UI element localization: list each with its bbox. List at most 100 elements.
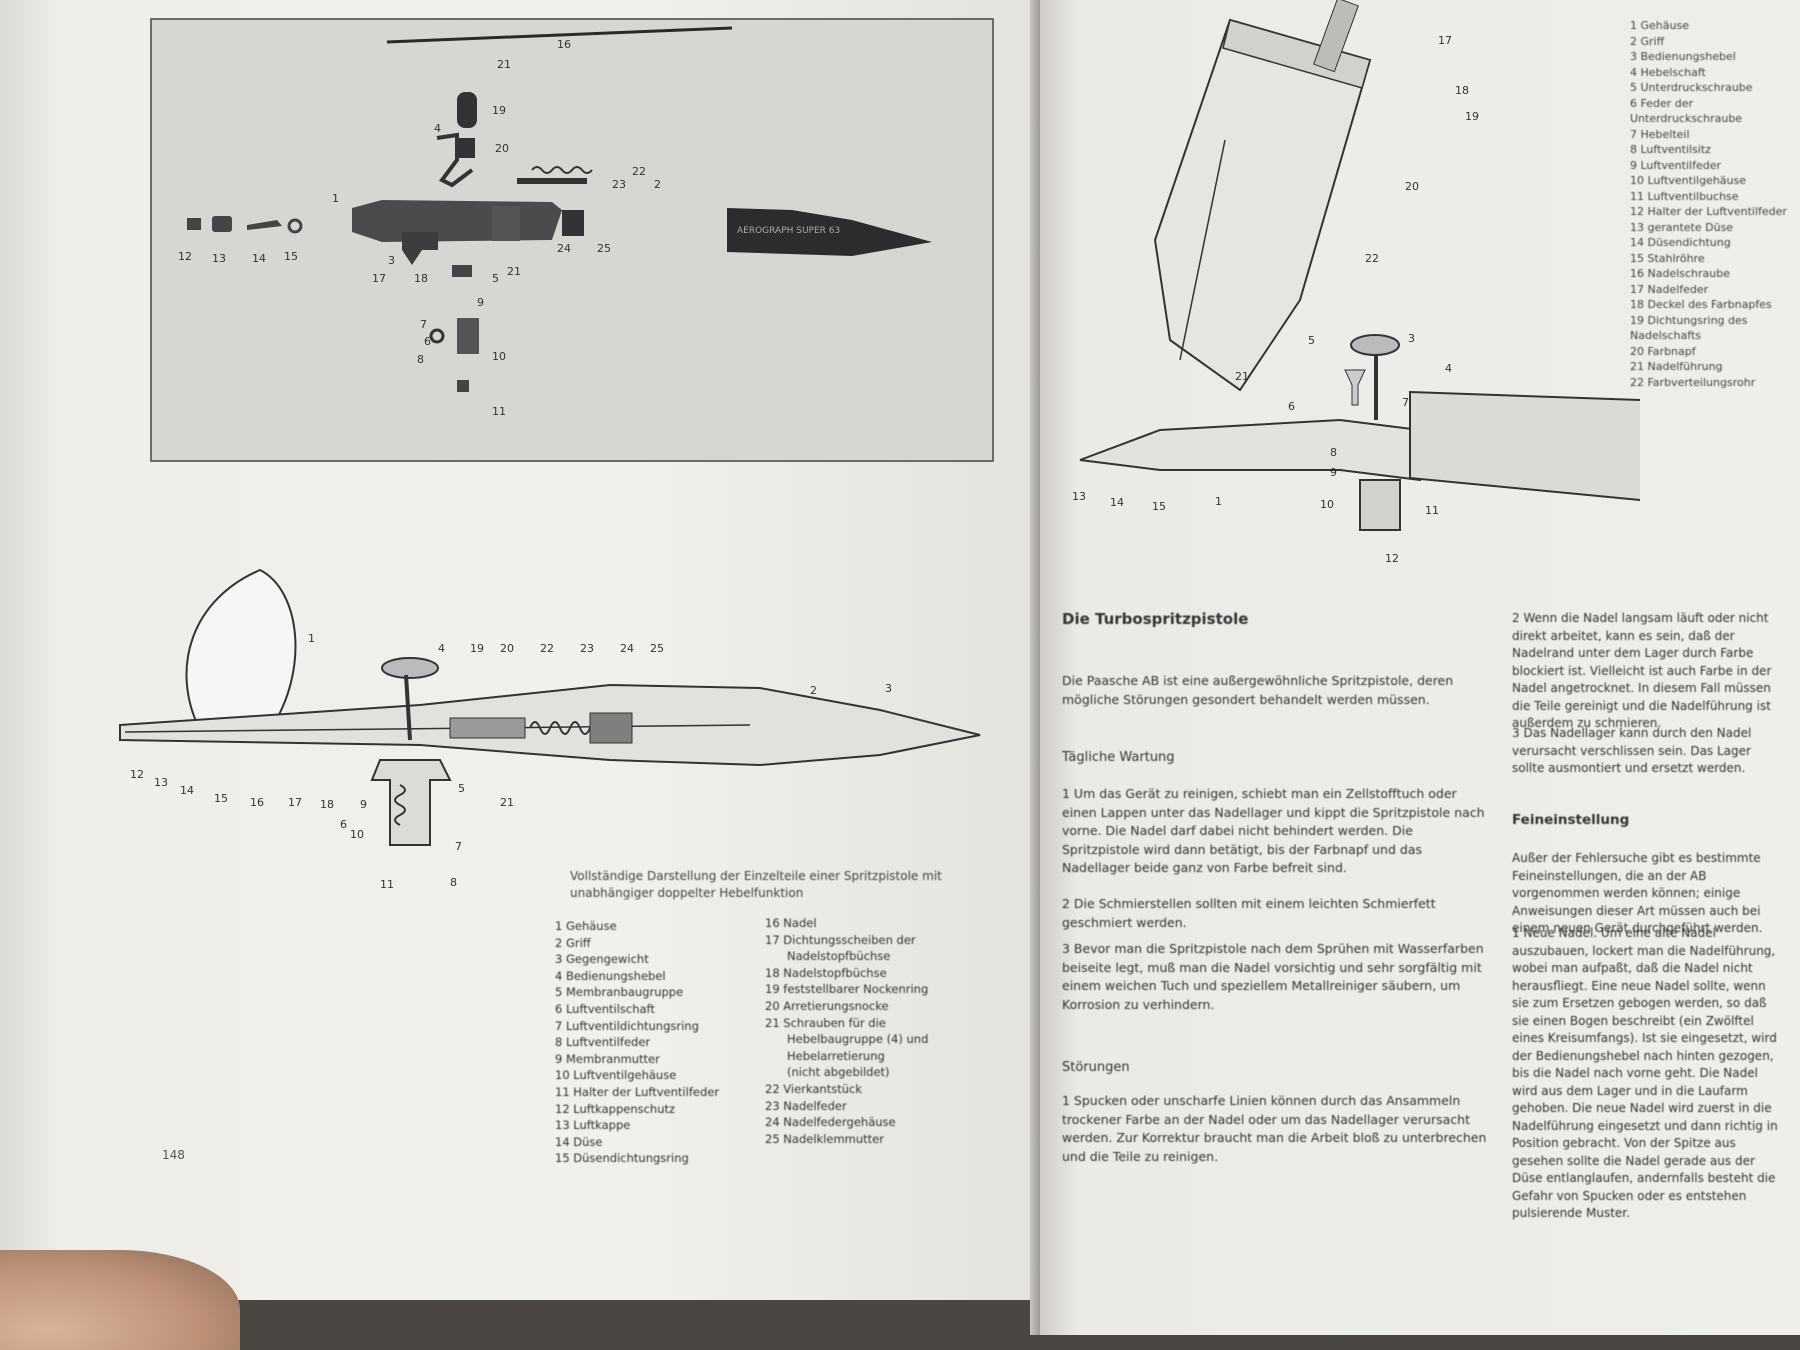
svg-text:24: 24 [620,642,634,655]
daily-maintenance-title: Tägliche Wartung [1062,750,1175,765]
svg-text:9: 9 [360,798,367,811]
svg-text:5: 5 [492,272,499,285]
parts-list-item: 2 Griff [1630,34,1665,48]
svg-text:1: 1 [332,192,339,205]
svg-text:25: 25 [650,642,664,655]
parts-list-item: 11 Luftventilbuchse [1630,189,1739,203]
legend-item: 8 Luftventilfeder [555,1035,651,1050]
svg-text:2: 2 [654,178,661,191]
figure-caption: Vollständige Darstellung der Einzelteile… [570,869,942,900]
svg-text:11: 11 [492,405,506,418]
svg-text:17: 17 [372,272,386,285]
legend-item: 24 Nadelfedergehäuse [765,1115,896,1130]
legend-item: 21 Schrauben für die [765,1015,886,1030]
svg-text:20: 20 [495,142,509,155]
parts-list-item: 14 Düsendichtung [1630,236,1731,249]
svg-text:6: 6 [424,335,431,348]
svg-text:1: 1 [308,632,315,645]
svg-text:14: 14 [1110,496,1124,509]
intro-paragraph: Die Paasche AB ist eine außergewöhnliche… [1062,673,1454,707]
svg-text:10: 10 [492,350,506,363]
svg-text:20: 20 [1405,180,1419,193]
legend-item: 6 Luftventilschaft [555,1001,655,1016]
legend-left-column: 1 Gehäuse 2 Griff 3 Gegengewicht 4 Bedie… [555,918,719,1167]
svg-text:11: 11 [380,878,394,891]
legend-item: Hebelbaugruppe (4) und [787,1032,929,1047]
faults-title: Störungen [1062,1060,1130,1075]
faults-step-1: 1 Spucken oder unscharfe Linien können d… [1062,1093,1487,1164]
svg-text:7: 7 [455,840,462,853]
parts-list-item: 18 Deckel des Farbnapfes [1630,298,1772,311]
svg-text:10: 10 [1320,498,1334,511]
svg-text:15: 15 [214,792,228,805]
legend-item: 2 Griff [555,935,591,950]
parts-list-item: 3 Bedienungshebel [1630,50,1736,63]
legend-item: 13 Luftkappe [555,1118,631,1133]
svg-text:5: 5 [458,782,465,795]
legend-item: 22 Vierkantstück [765,1081,862,1096]
parts-list-item: 21 Nadelführung [1630,360,1723,373]
parts-list-item: 12 Halter der Luftventilfeder [1630,205,1787,218]
svg-text:23: 23 [612,178,626,191]
thumb [0,1250,240,1350]
svg-text:17: 17 [288,796,302,809]
svg-text:21: 21 [497,58,511,71]
parts-list-item: 5 Unterdruckschraube [1630,81,1753,94]
svg-text:19: 19 [492,104,506,117]
legend-item: Hebelarretierung [787,1048,885,1063]
parts-list-item: 13 gerantete Düse [1630,220,1734,234]
legend-item: (nicht abgebildet) [787,1065,890,1080]
svg-text:12: 12 [1385,552,1399,565]
parts-list: 1 Gehäuse 2 Griff 3 Bedienungshebel 4 He… [1630,18,1800,390]
svg-text:13: 13 [212,252,226,265]
fine-tuning-intro: Außer der Fehlersuche gibt es bestimmte … [1512,851,1763,935]
svg-text:21: 21 [500,796,514,809]
svg-text:18: 18 [414,272,428,285]
svg-text:22: 22 [540,642,554,655]
right-page: 17 18 19 20 22 5 3 4 6 7 21 8 9 10 11 12… [1040,0,1800,1335]
legend-item: 10 Luftventilgehäuse [555,1068,677,1083]
legend-item: 18 Nadelstopfbüchse [765,965,887,980]
svg-text:8: 8 [450,876,457,889]
col2-paragraph-2: 2 Wenn die Nadel langsam läuft oder nich… [1512,611,1772,730]
legend-item: 14 Düse [555,1134,603,1149]
legend-item: 5 Membranbaugruppe [555,985,684,1000]
svg-text:13: 13 [1072,490,1086,503]
svg-text:8: 8 [417,353,424,366]
legend-item: 16 Nadel [765,916,817,930]
svg-text:4: 4 [434,122,441,135]
legend-item: 1 Gehäuse [555,919,617,933]
parts-list-item: 4 Hebelschaft [1630,65,1706,79]
svg-text:6: 6 [1288,400,1295,413]
legend-item: 17 Dichtungsscheiben der [765,932,916,947]
svg-text:3: 3 [388,254,395,267]
svg-text:23: 23 [580,642,594,655]
parts-list-item: 10 Luftventilgehäuse [1630,174,1746,187]
svg-text:19: 19 [470,642,484,655]
parts-list-item: 17 Nadelfeder [1630,282,1709,296]
legend-right-column: 16 Nadel 17 Dichtungsscheiben der Nadels… [765,915,928,1147]
svg-text:14: 14 [252,252,266,265]
parts-list-item: 16 Nadelschraube [1630,267,1731,280]
exploded-parts-illustration: AEROGRAPH SUPER 63 16 [178,26,932,418]
svg-text:9: 9 [1330,466,1337,479]
svg-text:18: 18 [320,798,334,811]
svg-text:3: 3 [885,682,892,695]
svg-text:25: 25 [597,242,611,255]
svg-text:6: 6 [340,818,347,831]
svg-text:8: 8 [1330,446,1337,459]
parts-list-item: 20 Farbnapf [1630,344,1696,358]
col2-paragraph-3: 3 Das Nadellager kann durch den Nadel ve… [1512,726,1752,775]
svg-text:12: 12 [130,768,144,781]
left-page: AEROGRAPH SUPER 63 16 [0,0,1050,1300]
legend-item: 19 feststellbarer Nockenring [765,982,929,997]
turbo-airbrush-diagram: 17 18 19 20 22 5 3 4 6 7 21 8 9 10 11 12… [1072,0,1640,565]
svg-text:2: 2 [810,684,817,697]
legend-item: 11 Halter der Luftventilfeder [555,1084,720,1099]
svg-text:13: 13 [154,776,168,789]
fine-tuning-step-1: 1 Neue Nadel. Um eine alte Nadel auszuba… [1512,926,1778,1220]
section-title: Die Turbospritzpistole [1062,610,1249,628]
svg-text:9: 9 [477,296,484,309]
exploded-parts-photo: AEROGRAPH SUPER 63 16 [150,18,994,462]
